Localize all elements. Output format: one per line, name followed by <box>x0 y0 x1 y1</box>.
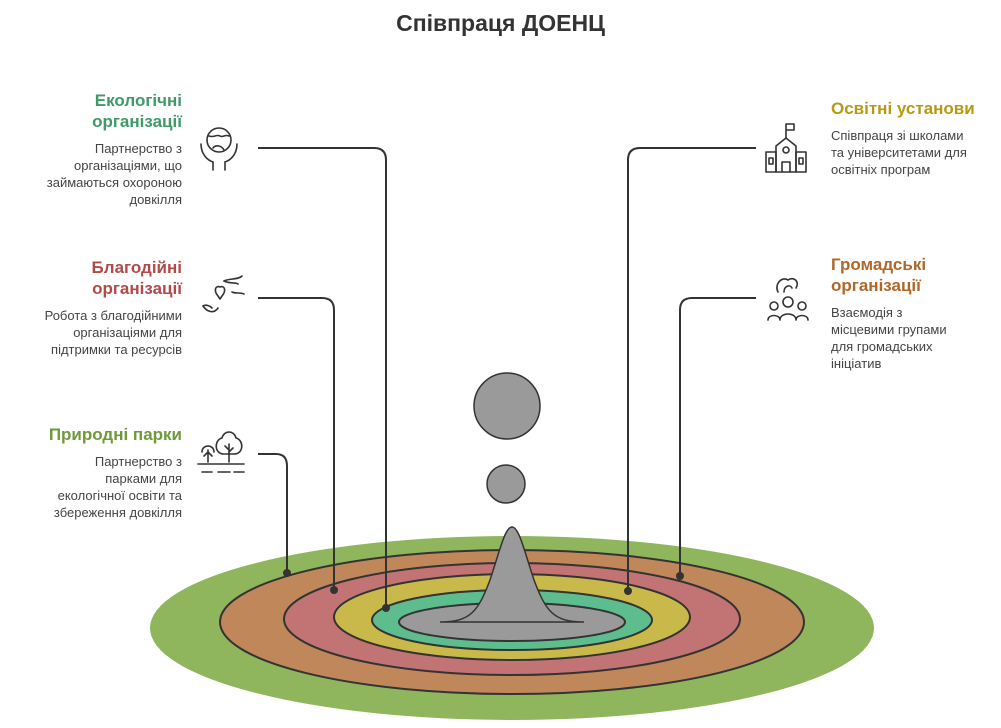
ecological-description: Партнерство з організаціями, що займають… <box>46 141 182 207</box>
connector-dot-education <box>624 587 632 595</box>
hands-heart-icon <box>202 275 245 313</box>
item-charity: Благодійні організації Робота з благодій… <box>0 257 182 358</box>
globe-hands-icon <box>200 127 238 171</box>
charity-title: Благодійні організації <box>91 258 182 298</box>
splash-peak <box>439 526 585 623</box>
diagram-title: Співпраця ДОЕНЦ <box>396 10 605 36</box>
parks-description: Партнерство з парками для екологічної ос… <box>53 454 182 520</box>
community-title: Громадські організації <box>831 255 927 295</box>
item-education: Освітні установи Співпраця зі школами та… <box>831 98 999 178</box>
connector-dot-charity <box>330 586 338 594</box>
connector-dot-parks <box>283 569 291 577</box>
item-community: Громадські організації Взаємодія з місце… <box>831 254 999 372</box>
community-group-icon <box>767 277 809 321</box>
connector-parks <box>258 453 288 573</box>
connector-charity <box>258 297 335 590</box>
ecological-title: Екологічні організації <box>92 91 182 131</box>
charity-description: Робота з благодійними організаціями для … <box>44 308 182 357</box>
connector-dot-community <box>676 572 684 580</box>
droplet-small <box>486 464 526 504</box>
parks-title: Природні парки <box>48 425 182 444</box>
school-building-icon <box>765 123 807 173</box>
connector-dot-ecological <box>382 604 390 612</box>
item-parks: Природні парки Партнерство з парками для… <box>0 424 182 521</box>
trees-icon <box>197 431 245 473</box>
community-description: Взаємодія з місцевими групами для громад… <box>831 305 947 371</box>
connector-ecological <box>258 147 387 608</box>
education-description: Співпраця зі школами та університетами д… <box>831 128 967 177</box>
education-title: Освітні установи <box>831 99 975 118</box>
droplet-large <box>473 372 541 440</box>
connector-community <box>679 297 756 576</box>
connector-education <box>627 147 756 591</box>
item-ecological: Екологічні організації Партнерство з орг… <box>0 90 182 208</box>
